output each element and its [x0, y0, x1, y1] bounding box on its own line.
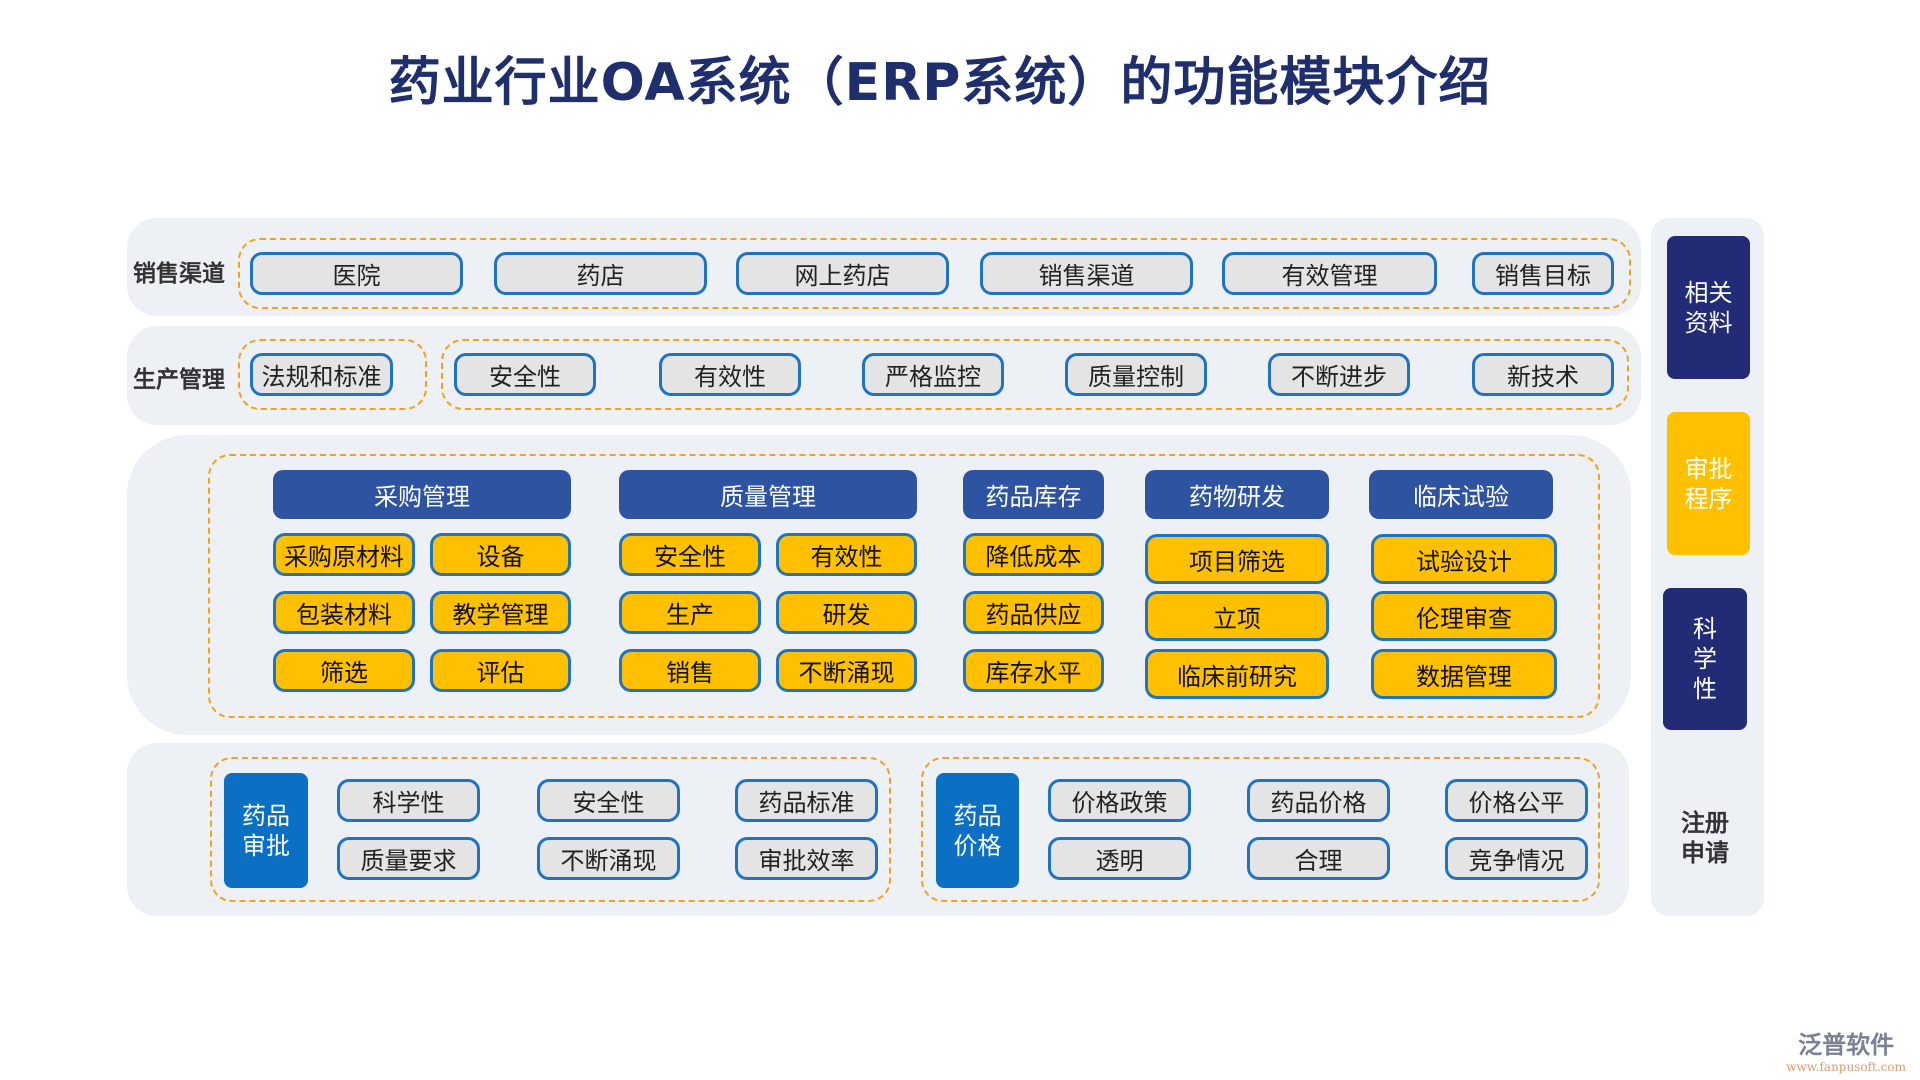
module-item: 有效性 [776, 533, 917, 576]
module-header: 采购管理 [273, 470, 571, 519]
sidebar-item-science: 科 学 性 [1663, 588, 1747, 730]
dashed-group-regulation [238, 339, 427, 410]
pricing-block: 药品 价格 [936, 773, 1019, 888]
production-item: 有效性 [659, 353, 801, 396]
dashed-group-modules [208, 454, 1600, 718]
dashed-group-production [441, 339, 1629, 410]
module-item: 设备 [430, 533, 571, 576]
module-header: 药物研发 [1145, 470, 1329, 519]
module-header: 临床试验 [1369, 470, 1553, 519]
dashed-group-approval [210, 757, 891, 902]
dashed-group-pricing [921, 757, 1600, 902]
sales-item: 销售目标 [1472, 252, 1614, 295]
module-item: 库存水平 [963, 649, 1104, 692]
module-item: 销售 [619, 649, 761, 692]
sales-item: 有效管理 [1222, 252, 1437, 295]
module-item: 采购原材料 [273, 533, 415, 576]
approval-item: 科学性 [337, 779, 480, 822]
module-item: 包装材料 [273, 591, 415, 634]
logo-url: www.fanpusoft.com [1786, 1060, 1906, 1074]
approval-item: 质量要求 [337, 837, 480, 880]
pricing-item: 竞争情况 [1445, 837, 1588, 880]
row-label-production: 生产管理 [133, 366, 225, 393]
module-item: 降低成本 [963, 533, 1104, 576]
sales-item: 销售渠道 [980, 252, 1193, 295]
pricing-item: 价格政策 [1048, 779, 1191, 822]
module-item: 安全性 [619, 533, 761, 576]
production-item: 严格监控 [862, 353, 1004, 396]
approval-block: 药品 审批 [224, 773, 308, 888]
module-item: 伦理审查 [1371, 591, 1557, 641]
pricing-item: 合理 [1247, 837, 1390, 880]
module-item: 数据管理 [1371, 649, 1557, 699]
sidebar-item-materials: 相关 资料 [1667, 236, 1750, 379]
pricing-item: 药品价格 [1247, 779, 1390, 822]
sales-item: 网上药店 [736, 252, 949, 295]
module-item: 评估 [430, 649, 571, 692]
sales-item: 医院 [250, 252, 463, 295]
module-item: 生产 [619, 591, 761, 634]
sidebar-item-registration: 注册 申请 [1681, 807, 1729, 867]
module-item: 临床前研究 [1145, 649, 1329, 699]
logo-name: 泛普软件 [1798, 1031, 1895, 1059]
module-item: 试验设计 [1371, 534, 1557, 584]
production-item-regulation: 法规和标准 [250, 353, 393, 396]
approval-item: 药品标准 [735, 779, 878, 822]
module-item: 立项 [1145, 591, 1329, 641]
approval-item: 安全性 [537, 779, 680, 822]
module-header: 药品库存 [963, 470, 1104, 519]
module-header: 质量管理 [619, 470, 917, 519]
module-item: 教学管理 [430, 591, 571, 634]
production-item: 质量控制 [1065, 353, 1207, 396]
production-item: 新技术 [1472, 353, 1614, 396]
approval-item: 审批效率 [735, 837, 878, 880]
module-item: 项目筛选 [1145, 534, 1329, 584]
sales-item: 药店 [494, 252, 707, 295]
pricing-item: 透明 [1048, 837, 1191, 880]
dashed-group-sales [238, 238, 1631, 309]
production-item: 不断进步 [1268, 353, 1410, 396]
page-title: 药业行业OA系统（ERP系统）的功能模块介绍 [388, 53, 1492, 113]
row-label-sales: 销售渠道 [133, 260, 225, 287]
module-item: 药品供应 [963, 591, 1104, 634]
module-item: 筛选 [273, 649, 415, 692]
approval-item: 不断涌现 [537, 837, 680, 880]
module-item: 不断涌现 [776, 649, 917, 692]
pricing-item: 价格公平 [1445, 779, 1588, 822]
sidebar-item-procedure: 审批 程序 [1667, 412, 1750, 555]
logo: 泛普软件 www.fanpusoft.com [1786, 1025, 1906, 1074]
production-item: 安全性 [454, 353, 596, 396]
module-item: 研发 [776, 591, 917, 634]
